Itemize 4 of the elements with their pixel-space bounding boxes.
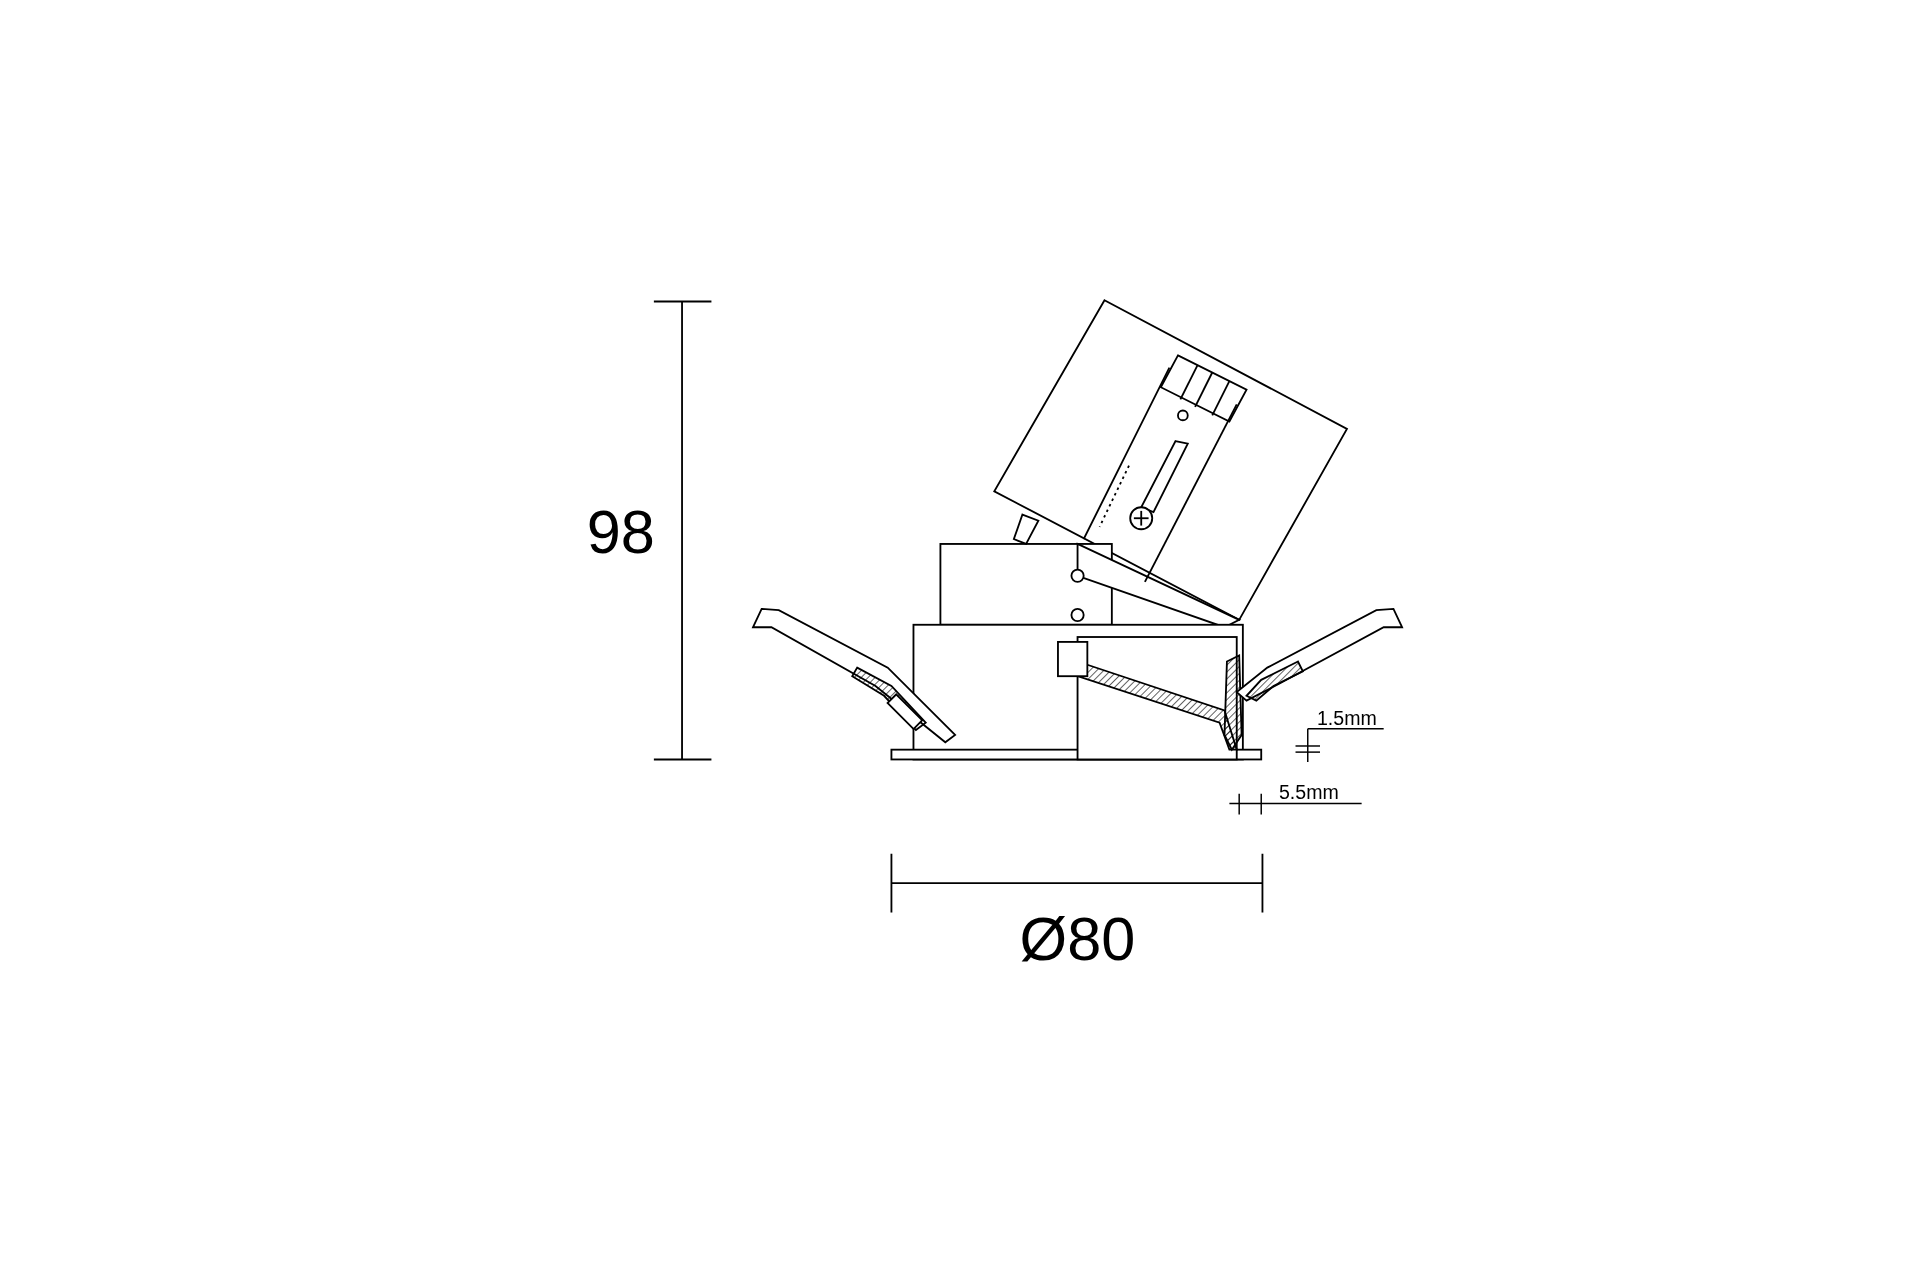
dimension-label: 98 [586,502,655,564]
dimension-label: 5.5mm [1278,783,1339,804]
dimension-label: Ø80 [1019,908,1136,970]
dimension-label: 1.5mm [1316,708,1377,729]
